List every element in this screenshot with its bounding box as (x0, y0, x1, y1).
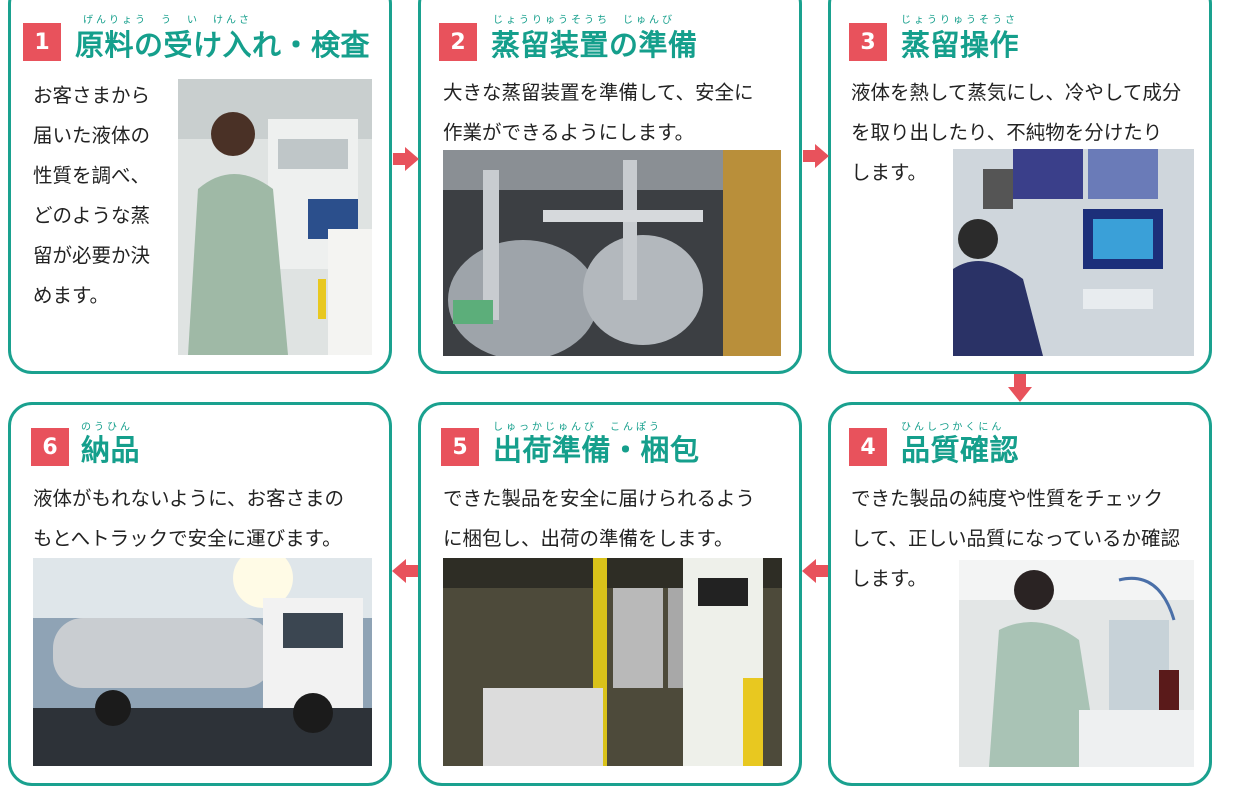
step-3-title: 蒸留操作 (901, 28, 1020, 62)
step-5-title: 出荷準備・梱包 (493, 433, 700, 467)
step-card-1: げんりょう う い けんさ 1 原料の受け入れ・検査 お客さまから 届いた液体の… (8, 0, 392, 374)
step-6-ruby: のうひん (81, 422, 133, 433)
step-card-3: じょうりゅうそうさ 3 蒸留操作 液体を熱して蒸気にし、冷やして成分 を取り出し… (828, 0, 1212, 374)
step-card-5: しゅっかじゅんび こんぽう 5 出荷準備・梱包 できた製品を安全に届けられるよう… (418, 402, 802, 786)
forklift-shipping-photo (443, 558, 782, 766)
step-3-ruby: じょうりゅうそうさ (901, 15, 1018, 26)
step-1-ruby: げんりょう う い けんさ (83, 15, 252, 26)
arrow-left-5-to-6 (392, 559, 418, 583)
arrow-left-4-to-5 (802, 559, 828, 583)
distillation-equipment-photo (443, 150, 781, 356)
step-card-6: のうひん 6 納品 液体がもれないように、お客さまの もとへトラックで安全に運び… (8, 402, 392, 786)
step-2-number-badge: 2 (439, 23, 477, 61)
quality-lab-photo (959, 560, 1194, 767)
step-1-number-badge: 1 (23, 23, 61, 61)
step-5-description: できた製品を安全に届けられるよう に梱包し、出荷の準備をします。 (443, 487, 756, 550)
step-3-number-badge: 3 (849, 23, 887, 61)
arrow-right-2-to-3 (803, 144, 829, 168)
control-room-photo (953, 149, 1194, 356)
step-4-ruby: ひんしつかくにん (901, 422, 1005, 433)
step-1-description: お客さまから 届いた液体の 性質を調べ、 どのような蒸 留が必要か決 めます。 (33, 84, 151, 307)
tanker-truck-photo (33, 558, 372, 766)
step-3-description: 液体を熱して蒸気にし、冷やして成分 を取り出したり、不純物を分けたり します。 (851, 81, 1182, 184)
step-4-title: 品質確認 (901, 433, 1020, 467)
step-card-2: じょうりゅうそうち じゅんび 2 蒸留装置の準備 大きな蒸留装置を準備して、安全… (418, 0, 802, 374)
arrow-down-3-to-4 (1008, 374, 1032, 402)
step-4-number-badge: 4 (849, 428, 887, 466)
step-5-ruby: しゅっかじゅんび こんぽう (493, 422, 662, 433)
arrow-right-1-to-2 (393, 147, 419, 171)
step-2-description: 大きな蒸留装置を準備して、安全に 作業ができるようにします。 (443, 81, 754, 144)
step-4-description: できた製品の純度や性質をチェック して、正しい品質になっているか確認 します。 (851, 487, 1180, 590)
step-6-description: 液体がもれないように、お客さまの もとへトラックで安全に運びます。 (33, 487, 345, 550)
inspection-photo (178, 79, 372, 355)
step-6-title: 納品 (81, 433, 141, 467)
step-1-title: 原料の受け入れ・検査 (75, 28, 371, 62)
step-2-title: 蒸留装置の準備 (491, 28, 698, 62)
step-2-ruby: じょうりゅうそうち じゅんび (493, 15, 675, 26)
step-6-number-badge: 6 (31, 428, 69, 466)
step-card-4: ひんしつかくにん 4 品質確認 できた製品の純度や性質をチェック して、正しい品… (828, 402, 1212, 786)
step-5-number-badge: 5 (441, 428, 479, 466)
